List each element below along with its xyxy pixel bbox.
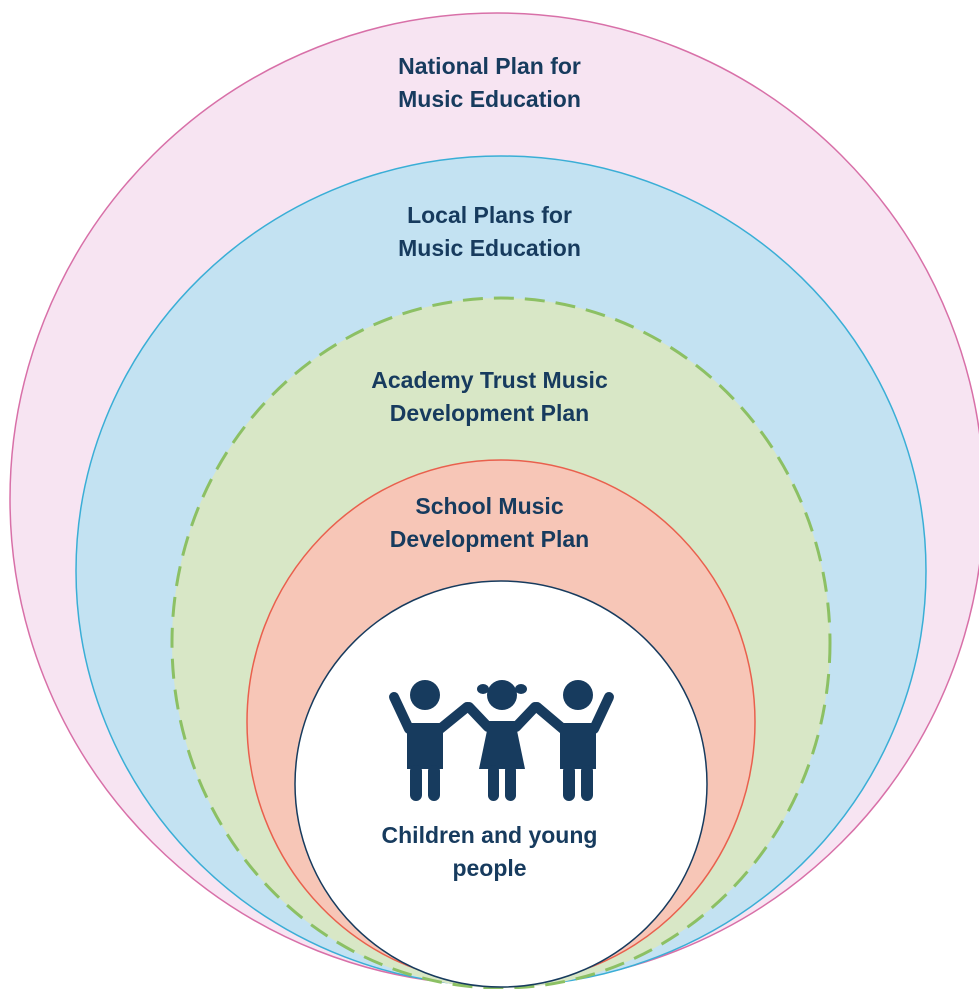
children-holding-hands-icon <box>389 680 614 801</box>
academy-trust-line-1: Academy Trust Music <box>371 367 608 393</box>
academy-trust-label: Academy Trust Music Development Plan <box>0 364 979 430</box>
school-plan-line-1: School Music <box>415 493 564 519</box>
national-plan-line-1: National Plan for <box>398 53 581 79</box>
school-plan-label: School Music Development Plan <box>0 490 979 556</box>
children-circle <box>294 580 708 988</box>
local-plans-line-1: Local Plans for <box>407 202 572 228</box>
national-plan-label: National Plan for Music Education <box>0 50 979 116</box>
children-line-2: people <box>452 855 527 881</box>
academy-trust-line-2: Development Plan <box>389 400 590 426</box>
children-label: Children and young people <box>0 819 979 885</box>
children-line-1: Children and young <box>381 822 598 848</box>
local-plans-label: Local Plans for Music Education <box>0 199 979 265</box>
local-plans-line-2: Music Education <box>398 235 581 261</box>
school-plan-line-2: Development Plan <box>389 526 590 552</box>
national-plan-line-2: Music Education <box>398 86 581 112</box>
